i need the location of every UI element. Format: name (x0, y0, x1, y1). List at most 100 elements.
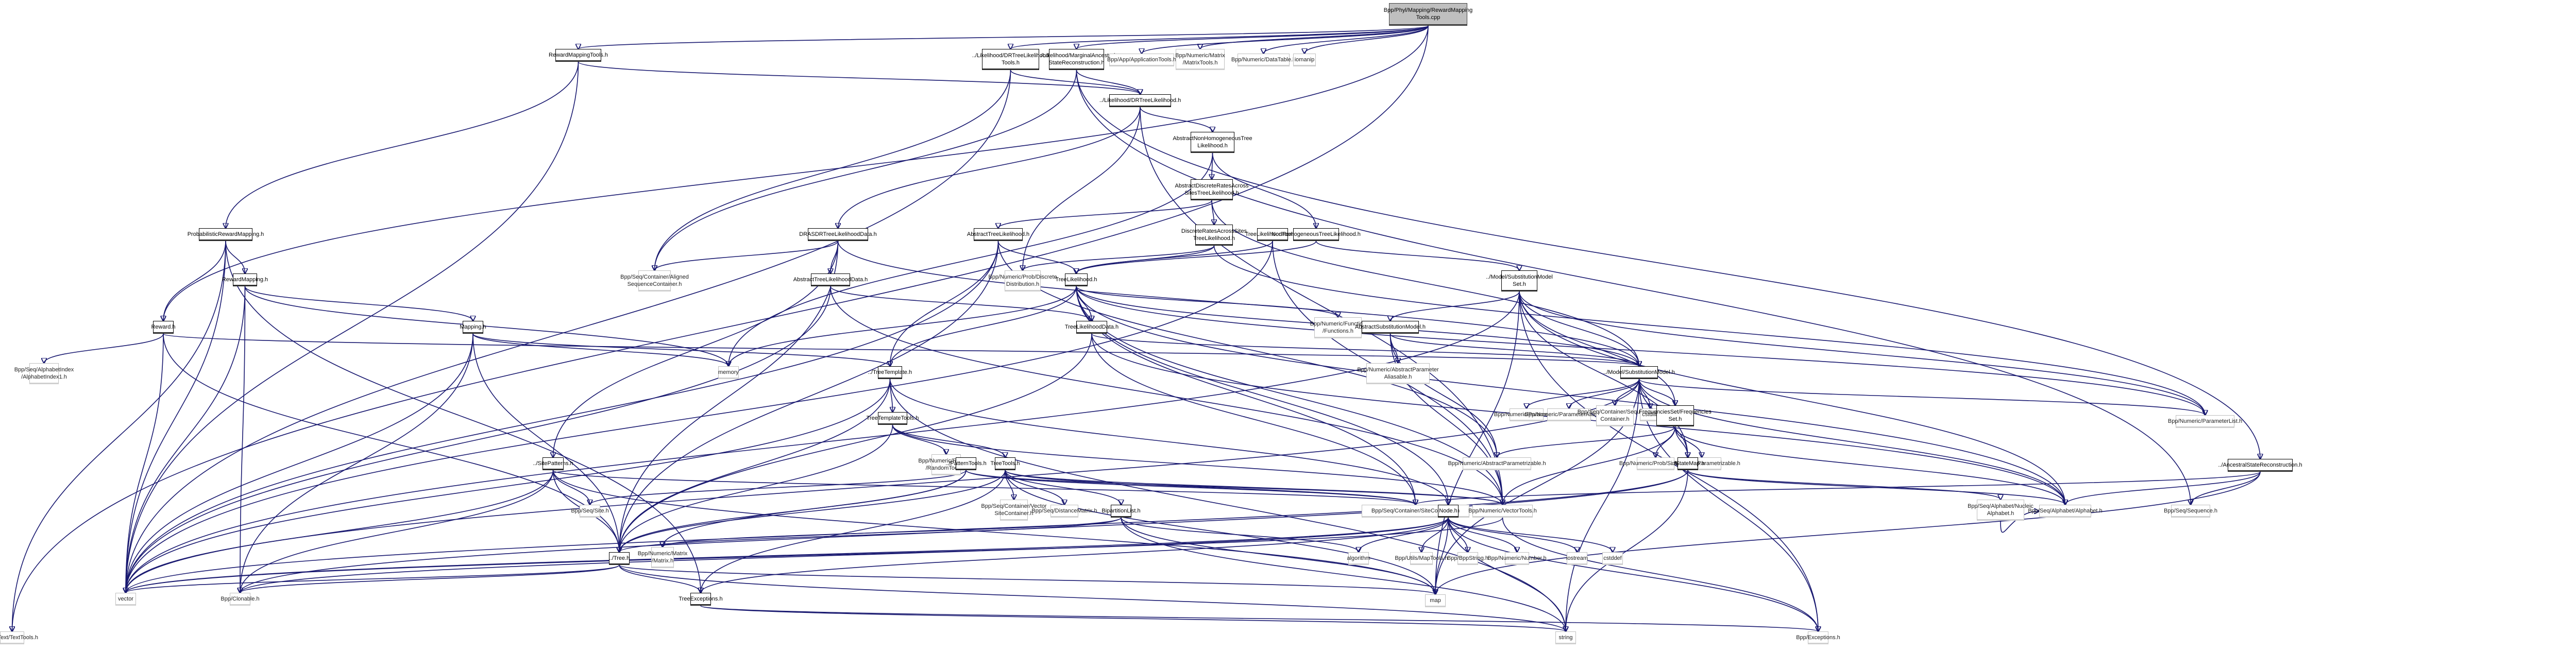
node-vector[interactable]: vector (115, 593, 136, 606)
edge-treetools-to-treeexc (701, 470, 1006, 593)
node-rmt[interactable]: RewardMappingTools.h (549, 49, 608, 62)
node-sequence[interactable]: Bpp/Seq/Sequence.h (2164, 505, 2217, 518)
node-clonable[interactable]: Bpp/Clonable.h (221, 593, 260, 606)
edge-bipart-to-map (1121, 517, 1435, 594)
node-distmat[interactable]: Bpp/Seq/DistanceMatrix.h (1031, 505, 1097, 518)
edge-tl-to-memory (728, 286, 1077, 366)
edge-tl-to-treetpl (890, 286, 1077, 366)
node-anhtl[interactable]: AbstractNonHomogeneousTree Likelihood.h (1173, 132, 1252, 153)
node-number[interactable]: Bpp/Numeric/Number.h (1487, 552, 1547, 565)
edge-adrastl-to-sm (1211, 200, 1639, 366)
edge-reward-to-sm (163, 333, 1639, 366)
edge-prm-to-texttools (12, 241, 226, 631)
node-drtl[interactable]: ../Likelihood/DRTreeLikelihood.h (1099, 94, 1181, 107)
node-param[interactable]: Bpp/Numeric/Parameter.h (1494, 408, 1559, 421)
node-discdist[interactable]: Bpp/Numeric/Prob/Discrete Distribution.h (988, 270, 1057, 292)
edge-reward-to-vector (126, 333, 164, 593)
node-plist[interactable]: Bpp/Numeric/ParameterList.h (2168, 415, 2242, 428)
node-treetpl[interactable]: ../TreeTemplate.h (868, 366, 912, 379)
node-sms[interactable]: ../Model/SubstitutionModel Set.h (1486, 270, 1553, 292)
node-adrastl[interactable]: AbstractDiscreteRatesAcross SitesTreeLik… (1175, 179, 1249, 200)
node-pattools[interactable]: ../PatternTools.h (945, 457, 987, 470)
edge-mapping-to-clonable (240, 333, 473, 593)
node-treetools[interactable]: TreeTools.h (990, 457, 1020, 470)
node-apptools[interactable]: Bpp/App/ApplicationTools.h (1107, 54, 1176, 66)
edge-drtlt-to-vector (126, 70, 1011, 593)
node-matrix[interactable]: Bpp/Numeric/Matrix /Matrix.h (638, 547, 687, 568)
node-asr[interactable]: ../AncestralStateReconstruction.h (2218, 459, 2302, 472)
node-asm[interactable]: AbstractSubstitutionModel.h (1355, 321, 1426, 334)
node-rm[interactable]: RewardMapping.h (222, 273, 268, 286)
node-masr[interactable]: ../Likelihood/MarginalAncestral StateRec… (1038, 49, 1115, 70)
edge-root-to-reward (163, 25, 1429, 321)
node-mapping[interactable]: Mapping.h (460, 321, 486, 334)
node-drasdr[interactable]: DRASDRTreeLikelihoodData.h (799, 228, 877, 241)
edge-tree-to-clonable (240, 564, 620, 593)
node-site[interactable]: Bpp/Seq/Site.h (571, 505, 609, 518)
node-tld[interactable]: TreeLikelihoodData.h (1065, 321, 1118, 334)
edge-vectools-to-vector (126, 517, 1503, 593)
node-aparam[interactable]: Bpp/Numeric/AbstractParametrizable.h (1448, 457, 1546, 470)
node-vsc[interactable]: Bpp/Seq/Container/Vector SiteContainer.h (981, 500, 1047, 521)
edge-bipart-to-tree (619, 517, 1122, 552)
node-string[interactable]: string (1555, 631, 1576, 644)
node-exceptions[interactable]: Bpp/Exceptions.h (1796, 631, 1840, 644)
node-functions[interactable]: Bpp/Numeric/Function /Functions.h (1310, 317, 1366, 338)
edge-node-to-cstddef (1448, 517, 1613, 552)
edge-rmt-to-prm (226, 61, 579, 228)
edge-drastl-to-plist (1213, 245, 2206, 415)
node-maptools[interactable]: Bpp/Utils/MapTools.h (1395, 552, 1448, 565)
node-vectools[interactable]: Bpp/Numeric/VectorTools.h (1468, 505, 1537, 518)
node-reward[interactable]: Reward.h (151, 321, 176, 334)
node-nucalpha[interactable]: Bpp/Seq/Alphabet/Nucleic Alphabet.h (1968, 500, 2033, 521)
edge-sm-to-string (1566, 379, 1640, 631)
node-aligned[interactable]: Bpp/Seq/Container/Aligned SequenceContai… (620, 270, 689, 292)
edge-root-to-drtlt (1011, 25, 1429, 49)
edge-asr-to-sequence (2191, 471, 2261, 505)
node-matrixtools[interactable]: Bpp/Numeric/Matrix /MatrixTools.h (1175, 49, 1225, 70)
node-apalias[interactable]: Bpp/Numeric/AbstractParameter Aliasable.… (1357, 363, 1439, 384)
node-node[interactable]: Node.h (1438, 505, 1459, 518)
node-atl[interactable]: AbstractTreeLikelihood.h (967, 228, 1029, 241)
node-drastl[interactable]: DiscreteRatesAcrossSites TreeLikelihood.… (1181, 225, 1247, 246)
node-cstddef[interactable]: cstddef (1602, 552, 1623, 565)
node-treeexc[interactable]: TreeExceptions.h (679, 593, 723, 606)
node-tlt[interactable]: TreeLikelihoodTools.h (1245, 228, 1300, 241)
edge-drasdr-to-aligned (655, 241, 839, 270)
edge-freqset-to-vectools (1503, 426, 1676, 505)
node-aidx[interactable]: Bpp/Seq/AlphabetIndex /AlphabetIndex1.h (14, 363, 74, 384)
node-drtlt[interactable]: ../Likelihood/DRTreeLikelihood Tools.h (972, 49, 1049, 70)
node-memory[interactable]: memory (718, 366, 739, 379)
edge-treetools-to-tree (619, 470, 1006, 552)
node-iostream[interactable]: iostream (1566, 552, 1588, 565)
edge-sm-to-palias (1569, 379, 1640, 408)
node-bppstring[interactable]: Bpp/BppString.h (1447, 552, 1488, 565)
node-bipart[interactable]: BipartitionList.h (1101, 505, 1141, 518)
edge-vectools-to-exceptions (1502, 517, 1819, 631)
node-seqcont[interactable]: Bpp/Seq/Container/Sequence Container.h (1578, 405, 1652, 426)
node-freqset[interactable]: FrequenciesSet/Frequencies Set.h (1639, 405, 1711, 426)
node-root[interactable]: Bpp/Phyl/Mapping/RewardMapping Tools.cpp (1384, 3, 1472, 26)
node-ttt[interactable]: TreeTemplateTools.h (867, 412, 919, 425)
node-iomanip[interactable]: iomanip (1293, 54, 1316, 66)
node-atld[interactable]: AbstractTreeLikelihoodData.h (793, 273, 868, 286)
node-simplex[interactable]: Bpp/Numeric/Prob/Simplex.h (1619, 457, 1692, 470)
node-tl[interactable]: TreeLikelihood.h (1056, 273, 1097, 286)
edge-prm-to-vector (126, 241, 226, 593)
edge-treeexc-to-string (700, 605, 1566, 631)
edge-tlt-to-tl (1076, 241, 1273, 273)
node-tree[interactable]: ../Tree.h (609, 552, 630, 565)
edge-asm-to-aparam (1389, 333, 1497, 457)
node-sm[interactable]: ../Model/SubstitutionModel.h (1603, 366, 1675, 379)
node-nhtl[interactable]: NonHomogeneousTreeLikelihood.h (1272, 228, 1361, 241)
edge-drtl-to-discdist (1023, 107, 1141, 270)
node-prm[interactable]: ProbabilisticRewardMapping.h (188, 228, 264, 241)
node-algorithm[interactable]: algorithm (1347, 552, 1370, 565)
node-statemap[interactable]: ../StateMap.h (1671, 457, 1705, 470)
node-alpha[interactable]: Bpp/Seq/Alphabet/Alphabet.h (2028, 505, 2103, 518)
node-texttools[interactable]: Bpp/Text/TextTools.h (0, 631, 38, 644)
edge-sitepat-to-sitecont (552, 470, 1416, 505)
node-map[interactable]: map (1425, 594, 1446, 607)
node-datatable[interactable]: Bpp/Numeric/DataTable.h (1231, 54, 1296, 66)
node-sitepat[interactable]: ../SitePatterns.h (533, 457, 573, 470)
